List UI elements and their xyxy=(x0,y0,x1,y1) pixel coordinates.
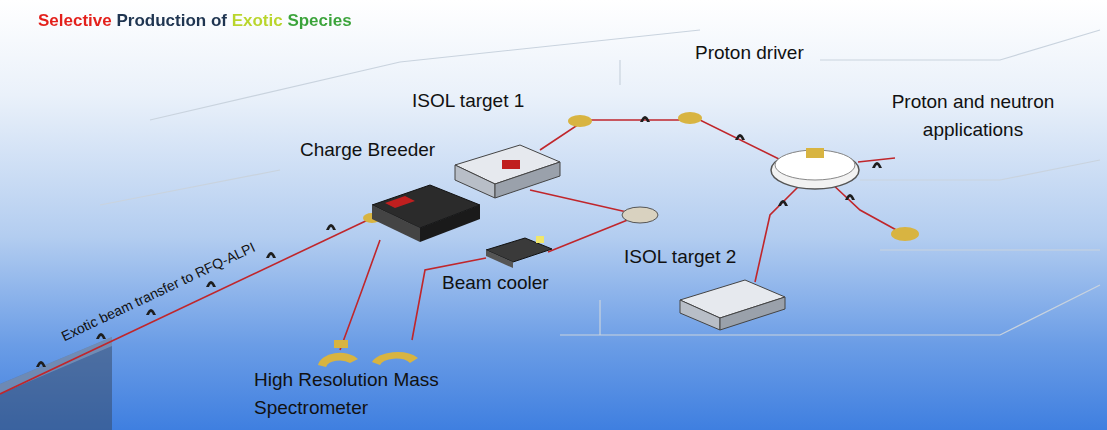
beamline-label: Exotic beam transfer to RFQ-ALPI xyxy=(59,239,258,345)
diagram-title: Selective Production of Exotic Species xyxy=(38,10,352,32)
switchyard-disc xyxy=(622,207,658,223)
beam-lines xyxy=(0,120,900,394)
isol-target-1 xyxy=(455,145,560,198)
part-name: Proton and neutron applications xyxy=(848,88,1098,144)
quadrupole-magnets xyxy=(36,116,882,367)
beam-cooler xyxy=(486,236,552,268)
part-name: Charge Breeder xyxy=(300,137,435,163)
part-name: ISOL target 1 xyxy=(412,88,524,114)
building-walls xyxy=(100,30,1100,335)
cyclotron xyxy=(771,148,859,189)
isol-target-2 xyxy=(680,280,785,330)
part-name: High Resolution Mass Spectrometer xyxy=(254,366,494,422)
part-name: Proton driver xyxy=(695,40,804,66)
charge-breeder xyxy=(372,185,480,242)
tunnel-block xyxy=(0,337,112,430)
part-name: ISOL target 2 xyxy=(624,244,736,270)
part-name: Beam cooler xyxy=(442,270,549,296)
